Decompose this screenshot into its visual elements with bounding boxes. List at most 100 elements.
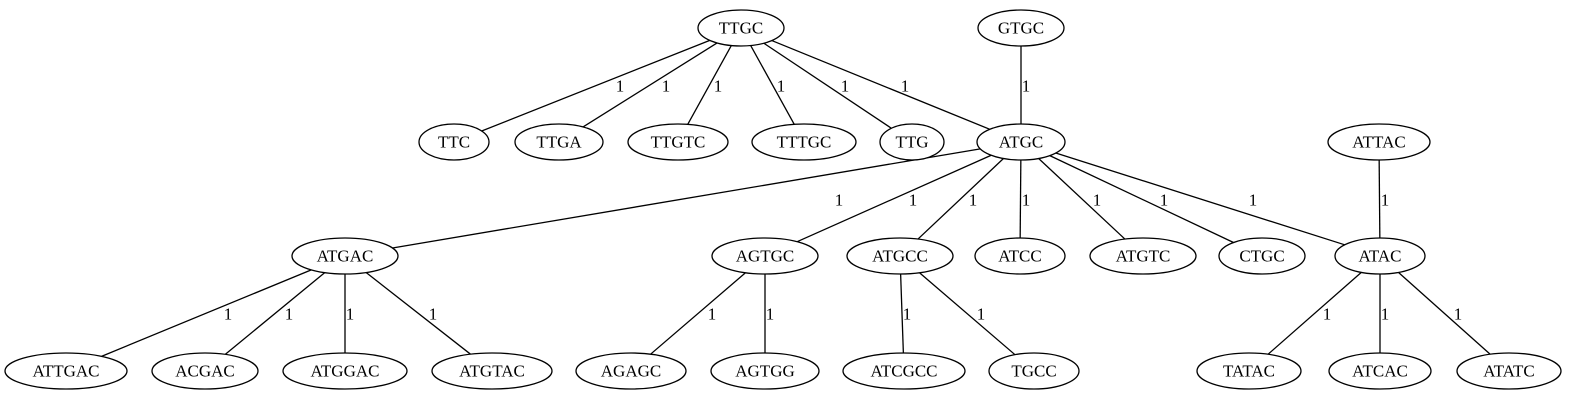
node-ellipse [1089,237,1197,275]
node-label: AGAGC [601,362,661,381]
node-ellipse [627,123,729,161]
edge-label: 1 [841,77,850,96]
node-tgcc: TGCC [988,352,1080,390]
edge-label: 1 [616,77,625,96]
node-label: TTGC [719,19,763,38]
node-ellipse [1456,352,1562,390]
node-label: ATAC [1358,247,1401,266]
node-atgtac: ATGTAC [431,352,553,390]
edge-ttgc-tttgc [750,45,795,125]
edge-atgac-atgtac [365,271,471,355]
node-ellipse [711,237,819,275]
node-ellipse [710,352,820,390]
node-ellipse [291,237,399,275]
edge-atgcc-atcgcc [899,273,905,354]
node-atcac: ATCAC [1328,352,1432,390]
node-ellipse [751,123,857,161]
node-atcgcc: ATCGCC [842,352,966,390]
node-label: GTGC [998,19,1044,38]
node-ctgc: CTGC [1218,237,1306,275]
node-ellipse [1328,352,1432,390]
edge-label: 1 [977,305,986,324]
node-label: TGCC [1011,362,1056,381]
node-ttga: TTGA [514,123,604,161]
node-atgac: ATGAC [291,237,399,275]
edge-label: 1 [1454,305,1463,324]
edge-label: 1 [662,77,671,96]
node-gtgc: GTGC [977,9,1065,47]
edge-label: 1 [1249,191,1258,210]
node-label: ATGCC [872,247,928,266]
edge-attac-atac [1378,159,1381,239]
node-atatc: ATATC [1456,352,1562,390]
node-ellipse [282,352,408,390]
node-label: AGTGC [736,247,795,266]
node-label: ATTAC [1352,133,1405,152]
edge-atgc-atgtc [1038,158,1126,240]
edge-atac-atatc [1397,271,1491,355]
edge-label: 1 [969,191,978,210]
node-attac: ATTAC [1327,123,1431,161]
node-ttc: TTC [418,123,490,161]
edge-label: 1 [909,191,918,210]
node-ellipse [1334,237,1426,275]
edge-atgc-atgcc [917,158,1004,240]
edge-atgcc-tgcc [919,272,1016,356]
node-tttgc: TTTGC [751,123,857,161]
edge-atgc-atgac [392,148,981,249]
edge-label: 1 [714,77,723,96]
edge-label: 1 [224,305,233,324]
edge-label: 1 [1381,191,1390,210]
edge-label: 1 [1022,77,1031,96]
node-ellipse [418,123,490,161]
node-atgc: ATGC [976,123,1066,161]
node-ellipse [976,123,1066,161]
node-label: ATCAC [1352,362,1408,381]
edge-ttgc-ttc [481,39,711,132]
node-label: ATCC [998,247,1041,266]
node-agagc: AGAGC [575,352,687,390]
edge-label: 1 [903,305,912,324]
node-tatac: TATAC [1196,352,1302,390]
edge-label: 1 [708,305,717,324]
edge-agtgc-agagc [650,272,746,355]
node-agtgg: AGTGG [710,352,820,390]
edge-label: 1 [285,305,294,324]
edge-label: 1 [429,305,438,324]
edge-atgc-atcc [1019,159,1022,239]
edge-label: 1 [766,305,775,324]
node-ttgtc: TTGTC [627,123,729,161]
node-ellipse [974,237,1066,275]
edge-label: 1 [1381,305,1390,324]
node-ellipse [988,352,1080,390]
node-label: ATGC [999,133,1043,152]
node-attgac: ATTGAC [4,352,128,390]
node-ellipse [431,352,553,390]
edge-atgc-ctgc [1049,155,1234,244]
node-agtgc: AGTGC [711,237,819,275]
edge-label: 1 [1160,191,1169,210]
node-ellipse [846,237,954,275]
edge-ttgc-ttgtc [687,45,732,125]
node-atgcc: ATGCC [846,237,954,275]
node-ellipse [575,352,687,390]
edge-label: 1 [346,305,355,324]
edge-label: 1 [1093,191,1102,210]
node-atgtc: ATGTC [1089,237,1197,275]
edges-layer [101,39,1491,357]
node-label: ATGGAC [311,362,380,381]
node-ellipse [697,9,785,47]
node-ellipse [842,352,966,390]
edge-label: 1 [1323,305,1332,324]
edge-atac-tatac [1267,271,1362,355]
node-ellipse [977,9,1065,47]
node-label: TATAC [1223,362,1275,381]
edge-atgc-agtgc [796,154,992,243]
node-atac: ATAC [1334,237,1426,275]
node-label: ACGAC [175,362,235,381]
edge-atgac-attgac [101,269,312,357]
edge-label: 1 [777,77,786,96]
